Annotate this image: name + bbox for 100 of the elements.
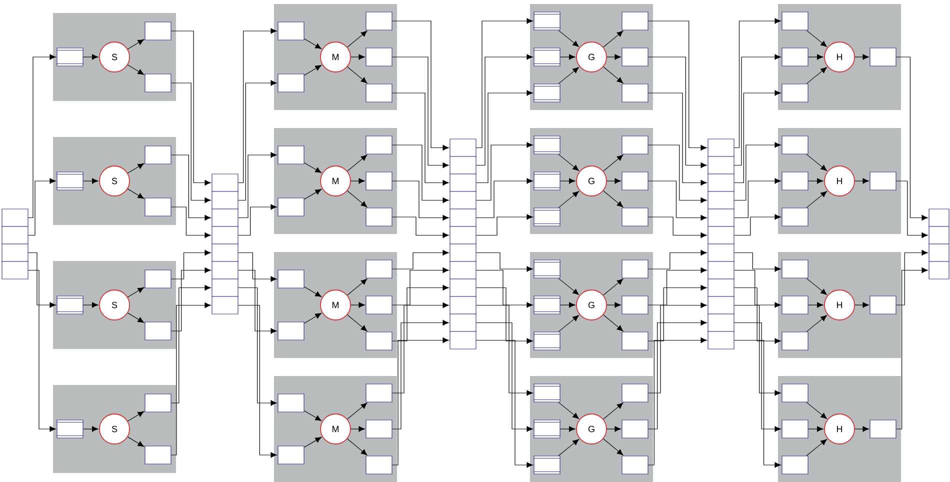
arrow bbox=[734, 142, 781, 201]
arrow bbox=[392, 56, 449, 168]
arrow bbox=[392, 320, 449, 430]
input-box bbox=[533, 420, 561, 438]
arrow bbox=[347, 314, 368, 332]
array-cell bbox=[450, 208, 476, 227]
input-box bbox=[533, 456, 561, 474]
arrow bbox=[28, 270, 56, 432]
arrow bbox=[171, 154, 211, 220]
arrow bbox=[347, 190, 368, 208]
arrow bbox=[171, 82, 211, 203]
arrow bbox=[606, 54, 621, 60]
arrow bbox=[734, 178, 781, 218]
arrow bbox=[896, 250, 928, 306]
arrow bbox=[392, 144, 449, 203]
arrow bbox=[854, 54, 869, 60]
arrow bbox=[238, 80, 277, 201]
array-cell bbox=[928, 261, 950, 280]
arrow bbox=[558, 67, 579, 84]
arrow bbox=[558, 315, 579, 332]
arrow bbox=[558, 154, 579, 171]
output-box bbox=[366, 12, 392, 30]
array-cell bbox=[450, 138, 476, 157]
input-box bbox=[278, 22, 304, 40]
arrow bbox=[734, 287, 781, 344]
input-box bbox=[533, 84, 561, 102]
arrow bbox=[854, 426, 869, 432]
arrow bbox=[347, 438, 368, 456]
array-cell bbox=[450, 156, 476, 174]
array-cell bbox=[450, 314, 476, 332]
arrow bbox=[476, 214, 533, 236]
output-box bbox=[622, 84, 648, 102]
array-cell bbox=[212, 296, 238, 314]
arrow bbox=[734, 322, 781, 432]
arrow bbox=[603, 190, 624, 208]
input-box bbox=[782, 48, 808, 66]
arrow bbox=[238, 28, 277, 184]
output-box bbox=[870, 172, 896, 190]
arrow bbox=[238, 270, 277, 334]
input-box bbox=[278, 394, 304, 412]
arrow bbox=[648, 302, 707, 394]
input-box bbox=[56, 48, 84, 66]
arrow bbox=[347, 30, 368, 48]
input-box bbox=[782, 12, 808, 30]
arrow bbox=[392, 250, 449, 270]
arrow bbox=[304, 437, 322, 448]
array-cell bbox=[450, 191, 476, 210]
input-box bbox=[782, 84, 808, 102]
arrow bbox=[392, 338, 449, 466]
arrow bbox=[648, 268, 707, 306]
arrow bbox=[127, 411, 144, 422]
array-cell bbox=[212, 174, 238, 192]
arrow bbox=[350, 178, 365, 184]
arrow bbox=[558, 402, 579, 419]
arrow bbox=[238, 152, 277, 218]
arrow bbox=[808, 426, 824, 432]
arrow bbox=[347, 66, 368, 84]
arrow bbox=[734, 304, 781, 396]
arrow bbox=[304, 162, 322, 173]
arrow bbox=[648, 56, 707, 168]
input-box bbox=[278, 446, 304, 464]
array-cell bbox=[708, 191, 734, 210]
arrow bbox=[603, 154, 624, 172]
arrow bbox=[603, 438, 624, 456]
arrow bbox=[648, 320, 707, 430]
input-box bbox=[56, 296, 84, 314]
output-box bbox=[366, 208, 392, 226]
arrow bbox=[238, 304, 277, 458]
arrow bbox=[304, 313, 322, 324]
input-box bbox=[782, 332, 808, 350]
array-cell bbox=[212, 208, 238, 227]
arrow bbox=[476, 178, 533, 218]
output-box bbox=[622, 296, 648, 314]
array-cell bbox=[708, 208, 734, 227]
arrow bbox=[304, 189, 322, 200]
output-box bbox=[366, 48, 392, 66]
arrow bbox=[238, 252, 277, 282]
output-box bbox=[622, 172, 648, 190]
output-box bbox=[622, 48, 648, 66]
input-box bbox=[56, 420, 84, 438]
arrow bbox=[171, 268, 211, 332]
arrow bbox=[603, 66, 624, 84]
arrow bbox=[854, 302, 869, 308]
arrow bbox=[808, 178, 824, 184]
arrow bbox=[304, 65, 322, 76]
arrow bbox=[606, 302, 621, 308]
input-box bbox=[56, 172, 84, 190]
output-box bbox=[366, 136, 392, 154]
arrow bbox=[127, 436, 144, 447]
arrow bbox=[806, 278, 827, 295]
output-box bbox=[622, 456, 648, 474]
arrow bbox=[392, 302, 449, 394]
output-box bbox=[366, 332, 392, 350]
array-cell bbox=[928, 226, 950, 244]
arrow bbox=[171, 250, 211, 280]
array-cell bbox=[708, 174, 734, 192]
arrow bbox=[560, 54, 576, 60]
arrow bbox=[304, 38, 322, 49]
output-box bbox=[870, 420, 896, 438]
arrow bbox=[476, 304, 533, 396]
